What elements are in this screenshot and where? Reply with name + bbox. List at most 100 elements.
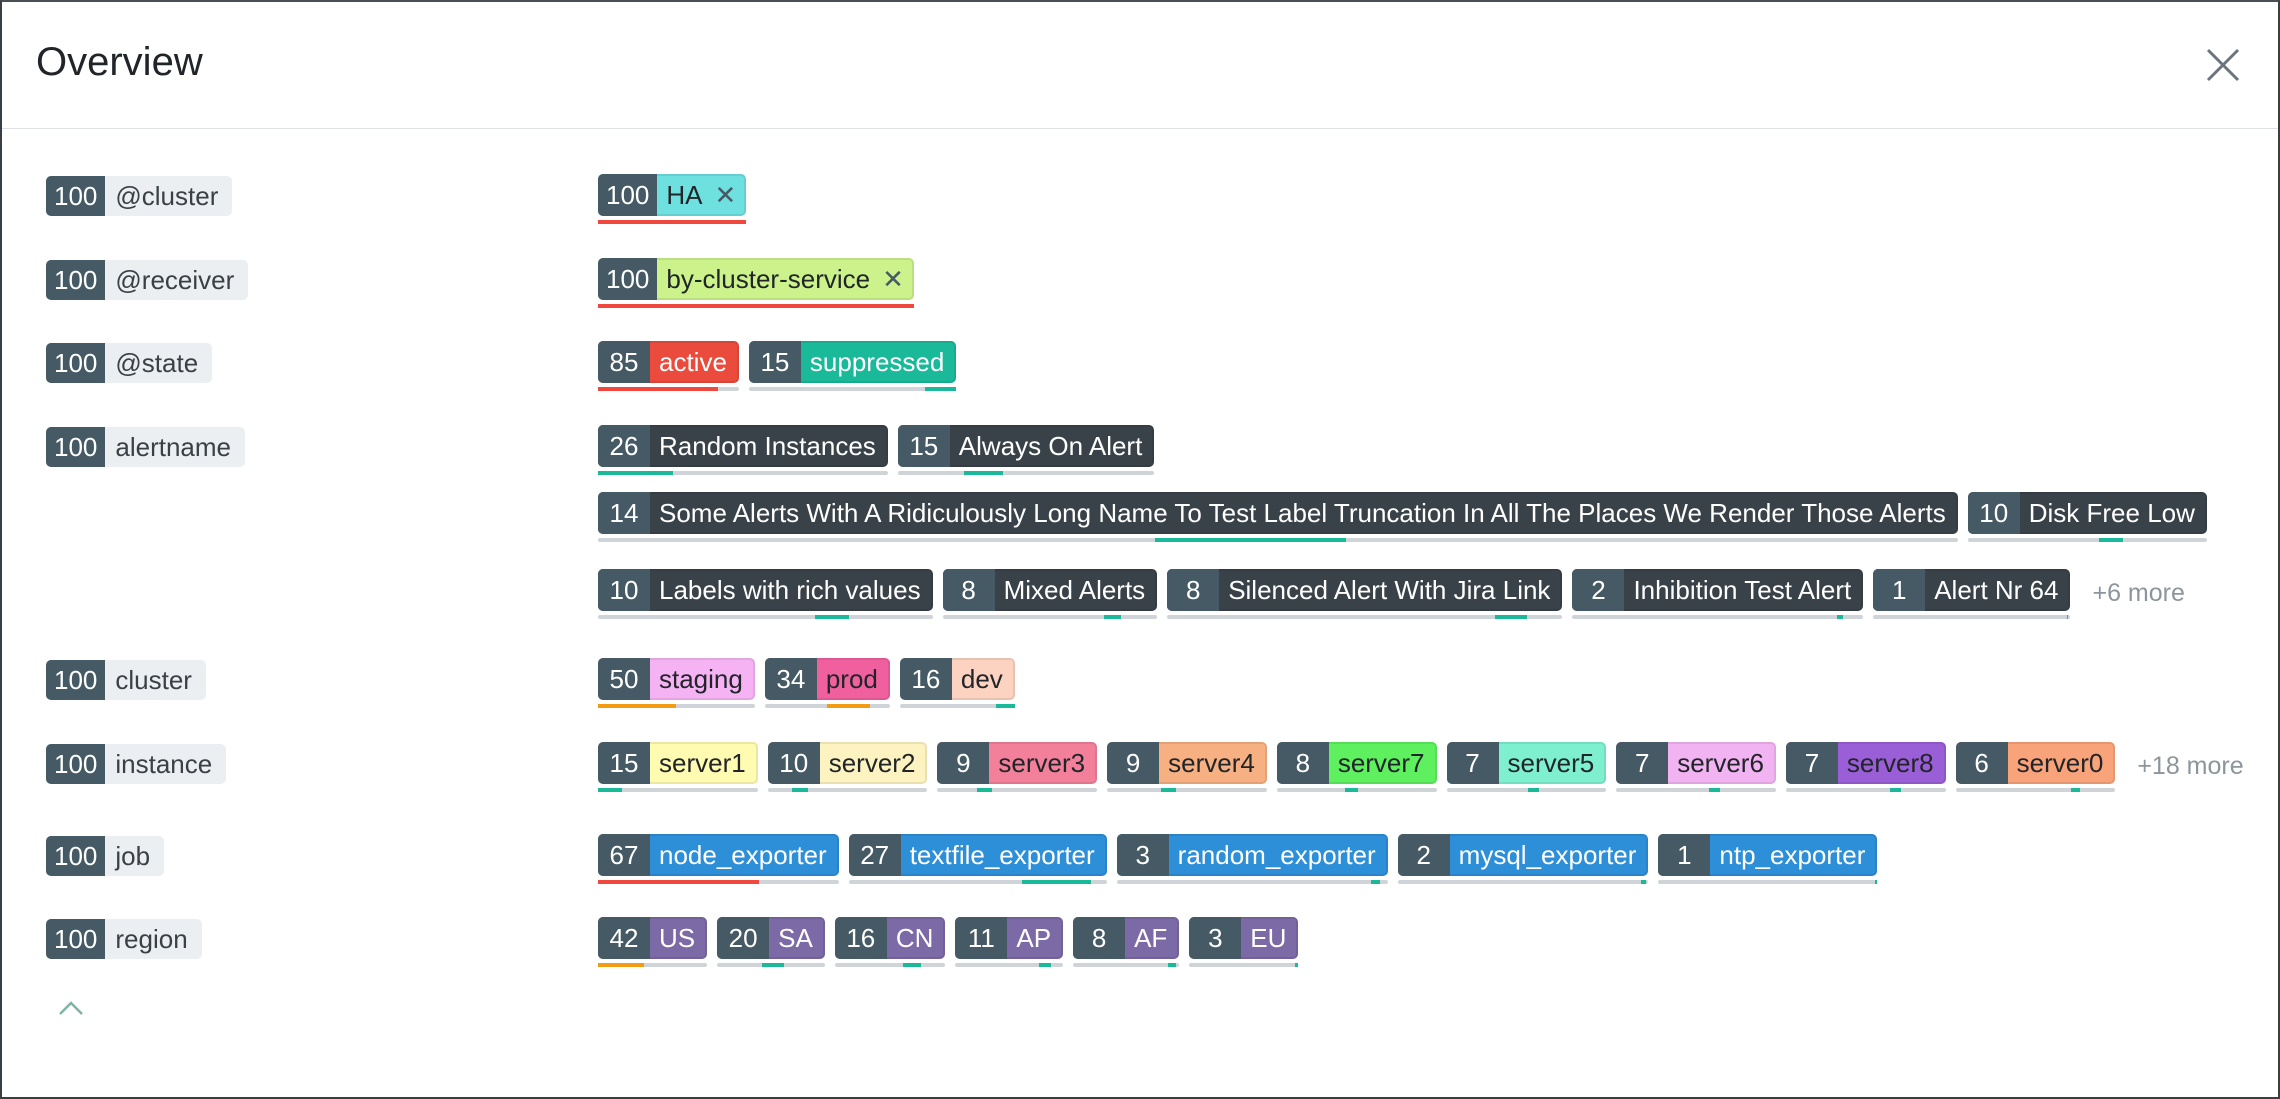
tag-count: 42	[598, 917, 650, 959]
remove-filter-icon[interactable]: ✕	[882, 263, 904, 294]
tag-percentage-bar	[1616, 788, 1776, 792]
label-name-badge[interactable]: 100@state	[46, 343, 213, 383]
tag-count: 26	[598, 425, 650, 467]
label-value-tag[interactable]: 100 HA ✕	[598, 174, 747, 224]
collapse-button[interactable]	[56, 998, 86, 1018]
tag-percentage-bar	[1873, 615, 2071, 619]
label-value-tag[interactable]: 15 Always On Alert	[897, 425, 1155, 475]
tag-percentage-fill	[996, 704, 1015, 708]
label-value-tag[interactable]: 10 Labels with rich values	[598, 569, 933, 619]
tag-count: 7	[1616, 742, 1669, 784]
tag-percentage-bar	[899, 704, 1015, 708]
tag-percentage-bar	[598, 704, 755, 708]
tag-label: suppressed	[809, 346, 945, 377]
tag-label: node_exporter	[659, 839, 827, 870]
tag-percentage-bar	[1276, 788, 1437, 792]
tag-count: 15	[897, 425, 950, 467]
label-name-badge[interactable]: 100@cluster	[46, 176, 233, 216]
tag-percentage-fill	[762, 963, 784, 967]
tag-percentage-fill	[2099, 538, 2124, 542]
tag-percentage-bar	[598, 880, 839, 884]
label-count: 100	[46, 744, 106, 784]
label-name-badge[interactable]: 100@receiver	[46, 260, 249, 300]
tag-percentage-bar	[717, 963, 825, 967]
close-button[interactable]	[2198, 40, 2248, 90]
tag-count: 27	[848, 834, 901, 876]
tag-percentage-bar	[1189, 963, 1299, 967]
tag-percentage-bar	[937, 788, 1098, 792]
tag-count: 9	[937, 742, 990, 784]
tag-percentage-fill	[977, 788, 992, 792]
tag-percentage-bar	[1116, 880, 1388, 884]
label-count: 100	[46, 660, 106, 700]
tag-count: 14	[598, 492, 650, 534]
tag-percentage-bar	[834, 963, 946, 967]
tag-label: HA	[666, 179, 703, 210]
tag-percentage-fill	[2070, 788, 2081, 792]
tag-label: active	[659, 346, 727, 377]
tag-label: staging	[659, 663, 743, 694]
tag-count: 100	[598, 174, 658, 216]
tag-percentage-fill	[1527, 788, 1540, 792]
tag-count: 15	[748, 341, 801, 383]
tag-percentage-bar	[598, 220, 747, 224]
tag-count: 10	[598, 569, 650, 611]
show-more-link[interactable]: +18 more	[2137, 752, 2244, 780]
remove-filter-icon[interactable]: ✕	[714, 179, 737, 210]
tag-count: 50	[598, 658, 650, 700]
tag-count: 16	[834, 917, 887, 959]
tag-count: 10	[1967, 492, 2020, 534]
tag-count: 11	[955, 917, 1008, 959]
label-value-tag[interactable]: 15 suppressed	[748, 341, 957, 391]
show-more-link[interactable]: +6 more	[2092, 579, 2185, 607]
tag-label: server2	[828, 747, 916, 778]
label-value-tag[interactable]: 50 staging	[598, 658, 755, 708]
tag-percentage-bar	[764, 704, 890, 708]
tag-label: Always On Alert	[958, 430, 1143, 461]
tag-label: Labels with rich values	[659, 574, 921, 605]
tag-count: 2	[1397, 834, 1450, 876]
tag-percentage-bar	[848, 880, 1107, 884]
tag-percentage-fill	[1640, 880, 1646, 884]
tag-label: server5	[1507, 747, 1595, 778]
label-count: 100	[46, 176, 106, 216]
